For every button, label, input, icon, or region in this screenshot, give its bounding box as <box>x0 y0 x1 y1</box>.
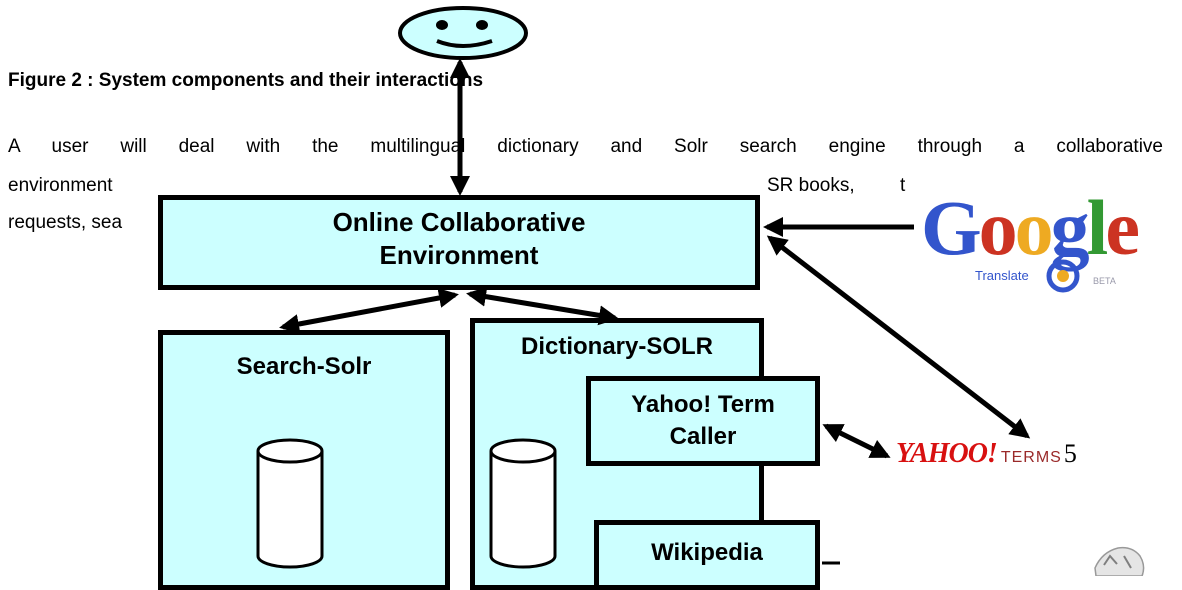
page-number: 5 <box>1063 439 1077 468</box>
arrow-online-search <box>279 288 459 334</box>
paragraph-line-2-mid: SR books, <box>767 175 855 196</box>
dictionary-solr-label: Dictionary-SOLR <box>520 333 714 360</box>
yahoo-terms-wordmark: TERMS <box>1000 449 1062 466</box>
search-solr-label: Search-Solr <box>236 353 372 380</box>
arrow-online-dictionary <box>466 286 619 326</box>
wikipedia-globe-icon <box>1094 546 1145 576</box>
arrow-yahoo-online <box>766 235 1031 439</box>
paragraph-line-2-end: t <box>900 175 906 196</box>
paragraph-line-1: A user will deal with the multilingual d… <box>8 136 1163 157</box>
search-database-icon <box>256 438 324 569</box>
online-env-label-1: Online Collaborative <box>332 207 586 237</box>
dictionary-database-icon <box>489 438 557 569</box>
user-smiley-icon <box>398 6 528 60</box>
diagram-overlay <box>256 6 1145 576</box>
online-env-label-2: Environment <box>379 240 539 270</box>
yahoo-caller-label-2: Caller <box>669 423 737 450</box>
paragraph-line-2-start: environment <box>8 175 113 196</box>
google-beta-label: BETA <box>1093 276 1116 286</box>
arrow-caller-yahoo <box>822 423 891 459</box>
yahoo-terms-logo: YAHOO!TERMS5 <box>896 438 1077 470</box>
yahoo-caller-label-1: Yahoo! Term <box>631 391 775 418</box>
figure-caption: Figure 2 : System components and their i… <box>8 70 484 91</box>
yahoo-wordmark: YAHOO! <box>896 438 998 469</box>
online-collaborative-environment-box: Online Collaborative Environment <box>158 195 760 290</box>
wikipedia-label: Wikipedia <box>651 539 763 566</box>
paragraph-line-3-start: requests, sea <box>8 212 123 233</box>
